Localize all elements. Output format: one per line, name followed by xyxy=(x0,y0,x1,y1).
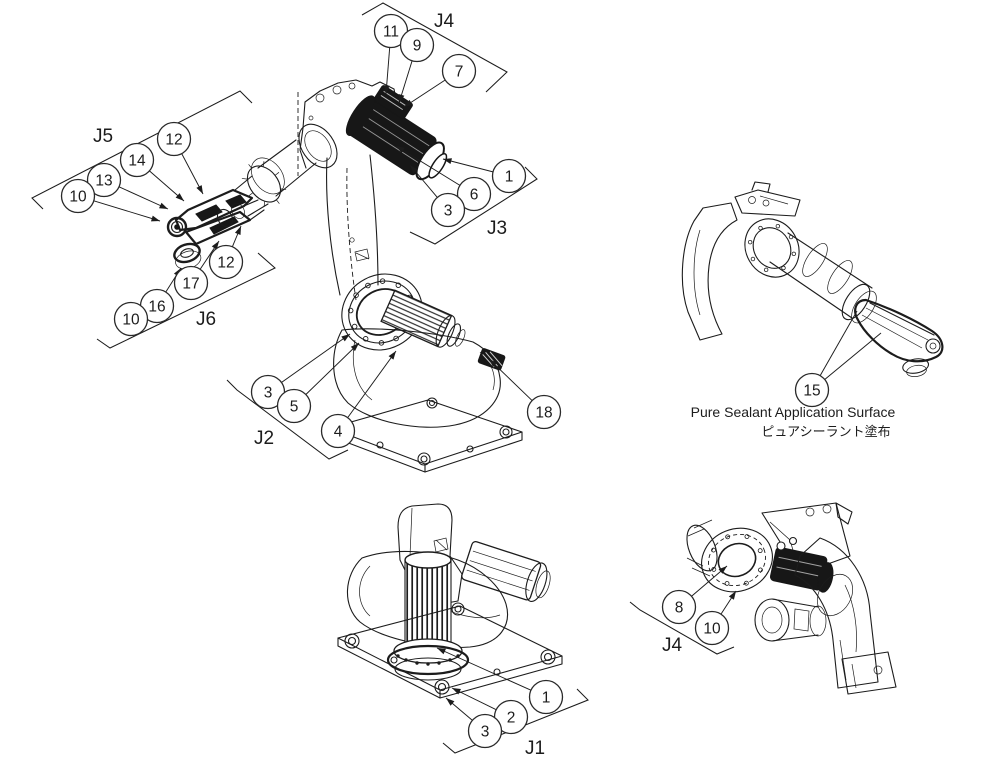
balloon-10: 10 xyxy=(113,301,149,337)
sealant-arm-figure xyxy=(681,181,944,377)
svg-text:1: 1 xyxy=(542,690,551,707)
leader-arrowhead-3 xyxy=(410,165,418,174)
sealant-label-en: Pure Sealant Application Surface xyxy=(691,404,896,420)
joint-bracket-J4 xyxy=(629,601,735,655)
leader-line-5 xyxy=(305,342,360,395)
balloon-13: 13 xyxy=(86,162,122,198)
balloon-4: 4 xyxy=(320,413,356,449)
svg-text:12: 12 xyxy=(165,132,182,149)
balloon-10: 10 xyxy=(60,178,96,214)
balloon-6: 6 xyxy=(456,176,492,212)
balloon-5: 5 xyxy=(276,388,312,424)
svg-text:13: 13 xyxy=(95,173,112,190)
leader-line-10 xyxy=(93,200,161,222)
svg-text:12: 12 xyxy=(217,255,234,272)
leader-line-6 xyxy=(395,145,461,186)
balloon-12: 12 xyxy=(208,244,244,280)
leader-arrowhead-1 xyxy=(437,648,446,655)
joint-bracket-J3 xyxy=(409,166,538,245)
leader-arrowhead-8 xyxy=(718,566,727,574)
svg-text:10: 10 xyxy=(122,312,140,329)
leader-arrowhead-4 xyxy=(388,351,396,360)
leader-line-1 xyxy=(442,158,494,173)
svg-text:3: 3 xyxy=(264,385,273,402)
balloon-14: 14 xyxy=(119,142,155,178)
joint-bracket-J2 xyxy=(226,379,349,460)
leader-arrowhead-12 xyxy=(234,226,241,235)
leader-lines-layer xyxy=(93,47,882,721)
joint-label-J3: J3 xyxy=(487,218,507,239)
svg-text:6: 6 xyxy=(470,187,479,204)
svg-text:16: 16 xyxy=(148,299,165,316)
leader-line-15 xyxy=(824,332,882,380)
svg-text:3: 3 xyxy=(444,203,453,220)
joint-label-J1: J1 xyxy=(525,738,545,759)
sealant-label-ja: ピュアシーラント塗布 xyxy=(761,424,890,439)
leader-arrowhead-10 xyxy=(150,215,160,222)
svg-text:4: 4 xyxy=(334,424,343,441)
joint-label-J4: J4 xyxy=(662,635,683,656)
svg-text:17: 17 xyxy=(182,276,199,293)
leader-arrowhead-11 xyxy=(383,85,390,94)
leader-arrowhead-7 xyxy=(404,99,413,107)
svg-text:5: 5 xyxy=(290,399,299,416)
balloon-17: 17 xyxy=(173,265,209,301)
balloon-12: 12 xyxy=(156,121,192,157)
svg-text:8: 8 xyxy=(675,600,684,617)
leader-arrowhead-13 xyxy=(159,202,168,209)
leader-arrowhead-3 xyxy=(446,698,455,706)
joint-label-J2: J2 xyxy=(254,428,274,449)
svg-text:14: 14 xyxy=(128,153,146,170)
leader-line-4 xyxy=(347,350,397,418)
joint-label-J4: J4 xyxy=(434,11,455,32)
svg-text:7: 7 xyxy=(455,64,464,81)
joint-label-J5: J5 xyxy=(93,126,113,147)
joint-bracket-J4 xyxy=(361,2,508,93)
balloon-9: 9 xyxy=(399,27,435,63)
svg-text:10: 10 xyxy=(703,621,721,638)
balloon-7: 7 xyxy=(441,53,477,89)
svg-text:1: 1 xyxy=(505,169,514,186)
leader-arrowhead-12 xyxy=(196,185,203,194)
leader-line-13 xyxy=(118,186,169,210)
leader-line-3 xyxy=(281,333,351,383)
leader-arrowhead-1 xyxy=(443,158,452,165)
leader-line-18 xyxy=(488,358,533,401)
svg-text:2: 2 xyxy=(507,710,516,727)
joint-label-J6: J6 xyxy=(196,309,216,330)
leader-line-15 xyxy=(819,310,858,376)
leader-arrowhead-18 xyxy=(489,359,498,368)
svg-text:3: 3 xyxy=(481,724,490,741)
balloon-11: 11 xyxy=(373,13,409,49)
leader-arrowhead-2 xyxy=(452,688,461,695)
balloon-3: 3 xyxy=(467,713,503,749)
leader-arrowhead-14 xyxy=(175,193,184,201)
leader-arrowhead-6 xyxy=(396,146,405,154)
balloon-1: 1 xyxy=(491,158,527,194)
svg-text:11: 11 xyxy=(383,24,399,41)
joint-bracket-J6 xyxy=(96,252,276,349)
leader-line-1 xyxy=(436,647,532,691)
balloon-8: 8 xyxy=(661,589,697,625)
balloon-16: 16 xyxy=(139,288,175,324)
leader-arrowhead-10 xyxy=(728,591,736,600)
balloon-1: 1 xyxy=(528,679,564,715)
svg-text:15: 15 xyxy=(803,383,820,400)
main-robot-figure xyxy=(166,79,523,473)
svg-text:9: 9 xyxy=(413,38,422,55)
balloon-18: 18 xyxy=(526,394,562,430)
balloon-3: 3 xyxy=(430,192,466,228)
balloon-10: 10 xyxy=(694,610,730,646)
balloon-15: 15 xyxy=(794,372,830,408)
base-unit-figure xyxy=(337,503,563,699)
svg-text:10: 10 xyxy=(69,189,87,206)
leader-arrowhead-9 xyxy=(398,93,405,103)
leader-arrowhead-3 xyxy=(341,334,350,342)
wrist-section-figure xyxy=(686,502,897,695)
svg-text:18: 18 xyxy=(535,405,552,422)
leader-arrowhead-5 xyxy=(350,343,359,352)
